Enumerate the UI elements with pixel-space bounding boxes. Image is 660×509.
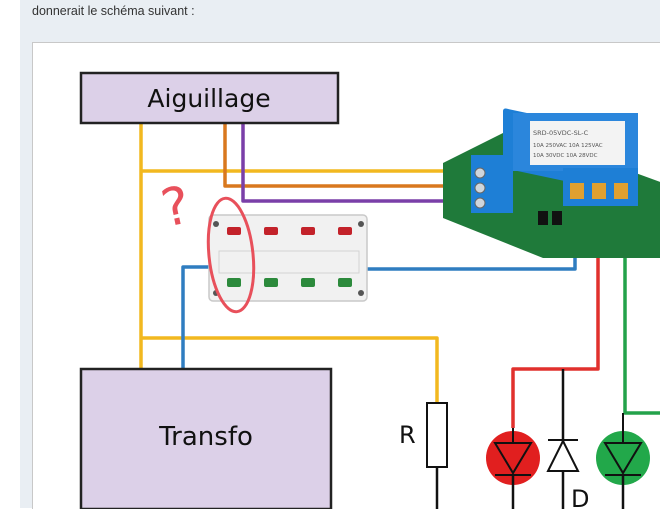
red-button: [338, 227, 352, 235]
blue-wire-left: [181, 265, 211, 369]
green-led: [596, 413, 650, 509]
transfo-box: Transfo: [79, 367, 333, 509]
annotation-circle: [206, 196, 256, 314]
resistor: R: [399, 402, 448, 509]
green-button: [338, 278, 352, 287]
post-text: donnerait le schéma suivant :: [32, 4, 195, 18]
red-led: [486, 428, 540, 509]
push-button-module: [208, 214, 368, 302]
red-button: [264, 227, 278, 235]
relay-text-3: 10A 30VDC 10A 28VDC: [533, 153, 598, 159]
schematic-image[interactable]: Aiguillage Transfo: [32, 42, 660, 509]
orange-wire: [223, 123, 478, 188]
schematic-drawing: Aiguillage Transfo: [79, 71, 660, 509]
yellow-wire-bottom: [141, 336, 439, 403]
red-button: [227, 227, 241, 235]
relay-text-2: 10A 250VAC 10A 125VAC: [533, 143, 603, 149]
diode-label: D: [571, 485, 589, 509]
green-button: [264, 278, 278, 287]
aiguillage-label: Aiguillage: [147, 84, 270, 113]
green-button: [301, 278, 315, 287]
forum-post: donnerait le schéma suivant :: [20, 0, 660, 509]
relay-label-area: [530, 121, 625, 165]
question-mark: ?: [156, 175, 195, 239]
purple-wire: [241, 123, 483, 203]
jumper: [538, 211, 548, 225]
green-button: [227, 278, 241, 287]
transfo-label: Transfo: [158, 422, 253, 452]
wires: [139, 123, 660, 428]
aiguillage-box: Aiguillage: [79, 71, 340, 125]
relay-module: SRD-05VDC-SL-C 10A 250VAC 10A 125VAC 10A…: [443, 108, 660, 258]
red-wire: [511, 208, 600, 428]
jumper: [552, 211, 562, 225]
resistor-label: R: [399, 421, 416, 449]
red-button: [301, 227, 315, 235]
diode: D: [546, 369, 589, 509]
relay-text-1: SRD-05VDC-SL-C: [533, 129, 589, 137]
green-wire: [623, 208, 660, 415]
